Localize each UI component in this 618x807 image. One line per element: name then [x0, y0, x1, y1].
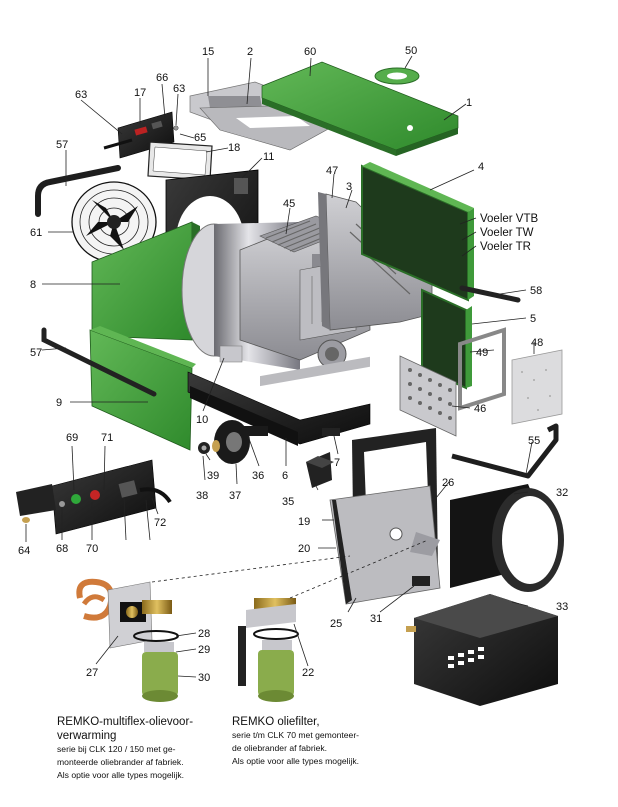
part-num-33: 33 [556, 601, 568, 613]
handle-57-left [41, 327, 157, 397]
part-num-65: 66 [156, 72, 168, 84]
caption-left-sub-3: Als optie voor alle types mogelijk. [57, 770, 185, 780]
wheel-37 [214, 420, 268, 464]
part-num-48: 48 [531, 337, 543, 349]
part-num-11: 11 [263, 151, 274, 163]
part-num-10: 10 [196, 414, 208, 426]
part-num-3: 3 [346, 181, 352, 193]
part-num-50: 50 [405, 45, 417, 57]
part-num-35: 35 [282, 496, 294, 508]
part-num-45: 45 [283, 198, 295, 210]
part-num-67: 69 [66, 432, 78, 444]
part-num-26: 26 [442, 477, 454, 489]
part-num-30: 30 [198, 672, 210, 684]
mounting-plate-19 [329, 485, 441, 605]
part-num-63-bottom: 64 [18, 545, 30, 557]
part-num-66: 68 [56, 543, 68, 555]
part-num-28: 28 [198, 628, 210, 640]
side-panel-4 [361, 162, 474, 302]
part-num-63-top: 63 [173, 83, 185, 95]
top-cover-green [261, 61, 459, 156]
part-num-9: 9 [56, 397, 62, 409]
part-num-19: 19 [298, 516, 310, 528]
part-num-38: 38 [196, 490, 208, 502]
filter-frame-49 [458, 327, 506, 411]
handle-55 [451, 423, 559, 479]
frame-18 [147, 141, 213, 181]
sensor-label-tr: Voeler TR [480, 241, 531, 253]
filter-48 [511, 349, 563, 425]
part-num-22: 22 [302, 667, 314, 679]
caption-right-sub-1: serie t/m CLK 70 met gemonteer- [232, 730, 360, 740]
part-num-29: 29 [198, 644, 210, 656]
part-num-46: 47 [326, 165, 338, 177]
fan-60 [71, 181, 157, 263]
caption-left-title-2: verwarming [57, 730, 117, 742]
part-num-57-right: 58 [530, 285, 542, 297]
sensor-label-vtb: Voeler VTB [480, 213, 538, 225]
part-num-17: 17 [134, 87, 146, 99]
part-num-68: 70 [86, 543, 98, 555]
oil-filter-right [238, 598, 299, 702]
part-num-4: 4 [478, 161, 484, 173]
base-frame-6 [187, 356, 371, 446]
caption-right: REMKO oliefilter, serie t/m CLK 70 met g… [232, 715, 402, 768]
handle-57-right [459, 285, 521, 303]
foot-35 [306, 452, 334, 488]
part-num-61: 63 [75, 89, 87, 101]
burner-housing-33 [406, 594, 558, 706]
caption-right-sub-3: Als optie voor alle types mogelijk. [232, 756, 360, 766]
duct-32 [450, 484, 564, 592]
sensor-label-tw: Voeler TW [480, 227, 534, 239]
part-num-55: 55 [528, 435, 540, 447]
part-num-31: 31 [370, 613, 382, 625]
part-num-20: 20 [298, 543, 310, 555]
part-num-58: 60 [304, 46, 316, 58]
part-num-60: 61 [30, 227, 42, 239]
part-num-8: 8 [30, 279, 36, 291]
handle-56 [35, 165, 121, 217]
oil-preheater-27 [76, 578, 172, 649]
part-num-69: 71 [101, 432, 113, 444]
washers-38-39 [198, 440, 220, 454]
part-num-37: 37 [229, 490, 241, 502]
oil-filter-left [133, 630, 179, 702]
sensor-labels: Voeler VTB Voeler TW Voeler TR [480, 213, 538, 253]
part-num-32: 32 [556, 487, 568, 499]
part-num-15: 15 [202, 46, 214, 58]
leader-lines [25, 55, 535, 678]
caption-right-title-1: REMKO oliefilter, [232, 716, 320, 728]
part-number-labels: 15 2 60 50 1 63 17 66 63 65 18 11 57 47 … [18, 45, 568, 684]
part-num-2: 2 [247, 46, 253, 58]
part-num-57-left: 57 [30, 347, 42, 359]
part-num-56: 57 [56, 139, 68, 151]
ring-50 [374, 67, 420, 85]
part-num-18: 18 [228, 142, 240, 154]
part-num-6: 6 [282, 470, 288, 482]
part-num-5: 5 [530, 313, 536, 325]
grille-47 [399, 355, 457, 437]
caption-left-sub-1: serie bij CLK 120 / 150 met ge- [57, 744, 176, 754]
bracket-7 [322, 428, 340, 436]
part-num-27: 27 [86, 667, 98, 679]
part-num-36: 36 [252, 470, 264, 482]
caption-left-sub-2: monteerde oliebrander af fabriek. [57, 757, 184, 767]
control-panel-66 [16, 459, 172, 535]
caption-left: REMKO-multiflex-olievoor- verwarming ser… [57, 715, 227, 782]
part-num-64: 65 [194, 132, 206, 144]
caption-right-sub-2: de oliebrander af fabriek. [232, 743, 328, 753]
dashed-line-right [289, 539, 429, 599]
part-num-72: 72 [154, 517, 166, 529]
part-num-49: 49 [476, 347, 488, 359]
caption-left-title-1: REMKO-multiflex-olievoor- [57, 716, 194, 728]
dashed-line-left [151, 555, 351, 583]
control-box-17 [103, 111, 179, 159]
part-num-1: 1 [466, 97, 472, 109]
part-num-39: 39 [207, 470, 219, 482]
part-num-25: 25 [330, 618, 342, 630]
part-num-7: 7 [334, 457, 340, 469]
side-panel-5 [421, 288, 472, 390]
part-num-47: 46 [474, 403, 486, 415]
